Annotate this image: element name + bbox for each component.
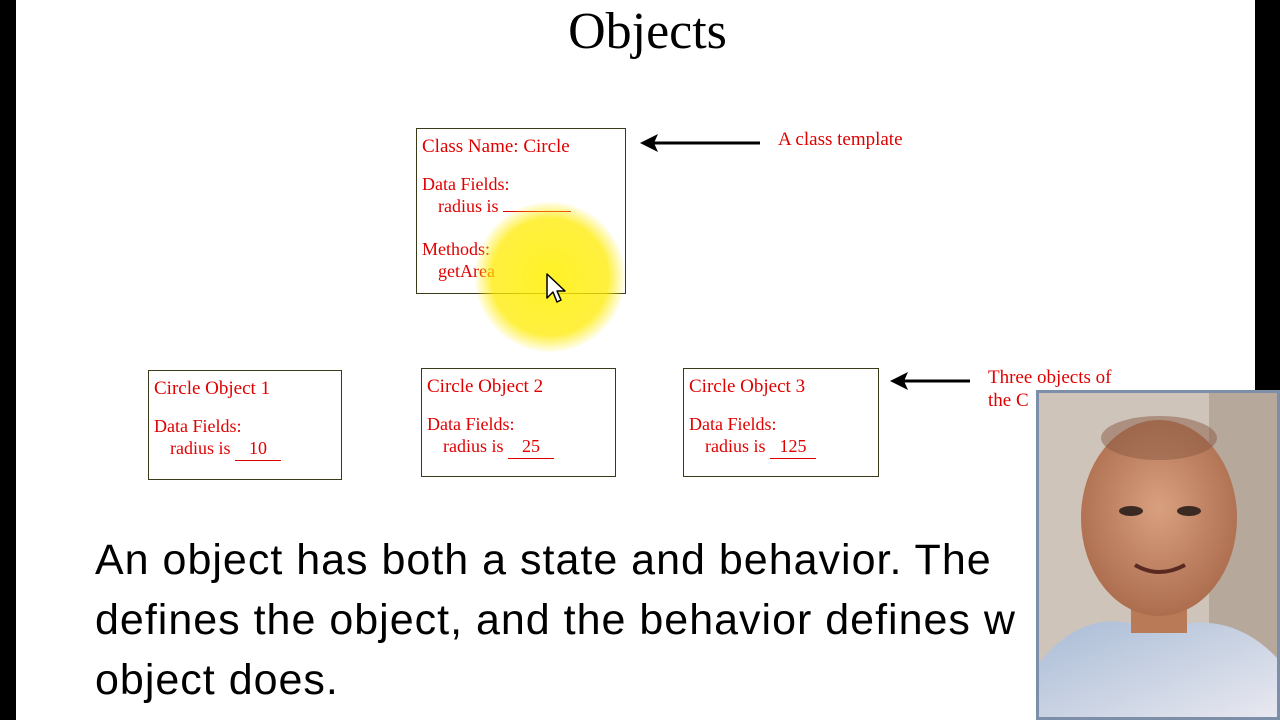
object-radius-label: radius is: [170, 438, 231, 459]
class-template-note: A class template: [778, 129, 903, 150]
object-radius-value: 25: [508, 435, 554, 459]
object-fields-label: Data Fields:: [154, 415, 242, 436]
object-fields-label: Data Fields:: [427, 413, 515, 434]
object-box-3: Circle Object 3 Data Fields: radius is 1…: [683, 368, 879, 477]
class-fields-label: Data Fields:: [422, 173, 510, 194]
presenter-webcam: [1036, 390, 1280, 720]
object-box-1: Circle Object 1 Data Fields: radius is 1…: [148, 370, 342, 480]
slide-body-text: An object has both a state and behavior.…: [95, 530, 1245, 710]
slide: Objects Class Name: Circle Data Fields: …: [16, 0, 1255, 720]
slide-title: Objects: [568, 3, 727, 60]
object-radius-row: radius is 10: [170, 437, 341, 461]
object-radius-label: radius is: [705, 436, 766, 457]
objects-note: Three objects of the C: [988, 367, 1111, 413]
class-radius-label: radius is: [438, 196, 499, 217]
body-line-1: An object has both a state and behavior.…: [95, 536, 992, 584]
object-header: Circle Object 1: [154, 378, 271, 399]
object-radius-value: 125: [770, 435, 816, 459]
object-radius-label: radius is: [443, 436, 504, 457]
left-arrow-icon: [640, 134, 760, 152]
left-arrow-icon: [890, 372, 970, 390]
object-box-2: Circle Object 2 Data Fields: radius is 2…: [421, 368, 616, 477]
object-fields-label: Data Fields:: [689, 413, 777, 434]
objects-note-line1: Three objects of: [988, 367, 1112, 388]
object-radius-row: radius is 125: [705, 435, 878, 459]
body-line-3: object does.: [95, 656, 339, 704]
class-methods-label: Methods:: [422, 238, 491, 259]
body-line-2: defines the object, and the behavior def…: [95, 596, 1016, 644]
objects-note-line2: the C: [988, 389, 1029, 411]
presenter-image: [1039, 393, 1277, 717]
class-box-header: Class Name: Circle: [422, 136, 570, 157]
object-radius-row: radius is 25: [443, 435, 615, 459]
object-header: Circle Object 2: [427, 376, 544, 397]
object-radius-value: 10: [235, 437, 281, 461]
mouse-pointer-icon: [546, 273, 566, 303]
object-header: Circle Object 3: [689, 376, 806, 397]
